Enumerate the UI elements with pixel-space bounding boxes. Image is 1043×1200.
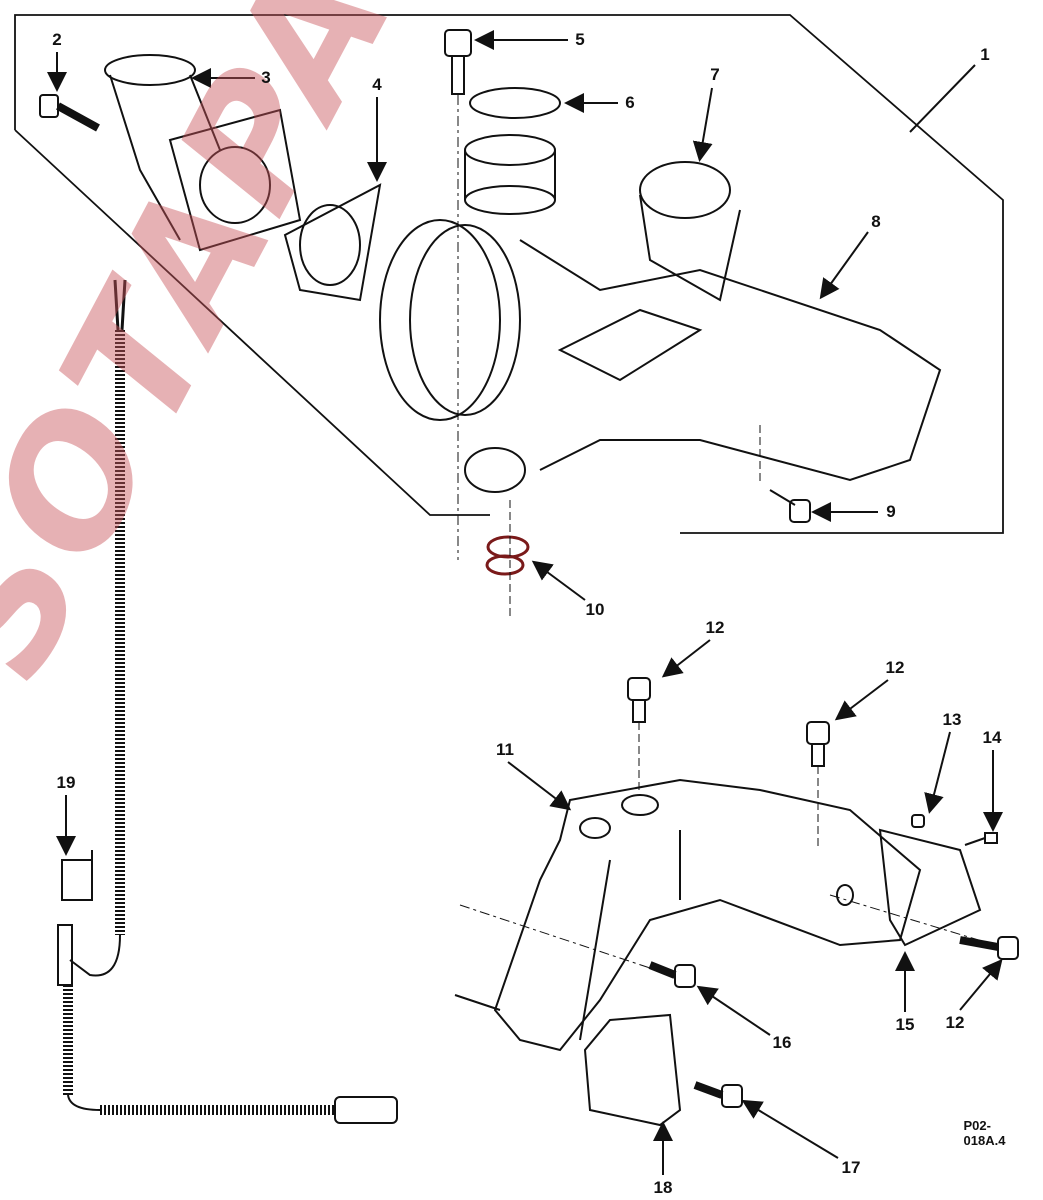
callout-17: 17: [841, 1158, 861, 1177]
o-ring-6: [469, 87, 561, 119]
callout-8: 8: [871, 212, 881, 231]
callout-12: 12: [945, 1013, 965, 1032]
callout-leaders: [47, 30, 1003, 1175]
callout-14: 14: [982, 728, 1002, 747]
figure-code: P02-018A.4: [963, 1118, 1006, 1148]
turbocharger: [379, 134, 942, 493]
sensor-19: [57, 279, 398, 1124]
callout-16: 16: [772, 1033, 792, 1052]
screw-14: [964, 832, 998, 846]
callout-19: 19: [56, 773, 76, 792]
shield-18: [583, 1013, 682, 1127]
callout-12: 12: [885, 658, 905, 677]
callout-5: 5: [575, 30, 585, 49]
callout-9: 9: [886, 502, 896, 521]
callout-2: 2: [52, 30, 62, 49]
bolt-9: [769, 489, 811, 523]
bolt-12: [959, 936, 1019, 960]
callout-3: 3: [261, 68, 271, 87]
callout-6: 6: [625, 93, 635, 112]
callout-1: 1: [980, 45, 990, 64]
bolt-17: [693, 1081, 743, 1108]
bolt-12: [627, 677, 651, 723]
callout-4: 4: [372, 75, 382, 94]
callout-15: 15: [895, 1015, 915, 1034]
bolt-5: [444, 29, 472, 95]
callout-12: 12: [705, 618, 725, 637]
bolt-12: [806, 721, 830, 767]
elbow-3: [104, 54, 302, 252]
nut-13: [911, 814, 925, 828]
callout-13: 13: [942, 710, 962, 729]
callout-18: 18: [653, 1178, 673, 1197]
bolt-2: [39, 94, 100, 132]
plate-15: [878, 828, 982, 947]
gasket-4: [283, 183, 382, 302]
callout-7: 7: [710, 65, 720, 84]
bolt-16: [648, 961, 696, 988]
callout-10: 10: [585, 600, 605, 619]
seal-10: [485, 535, 530, 576]
bracket-11: [493, 778, 922, 1052]
callout-11: 11: [496, 740, 514, 759]
assembly-boundary: [14, 14, 1004, 534]
